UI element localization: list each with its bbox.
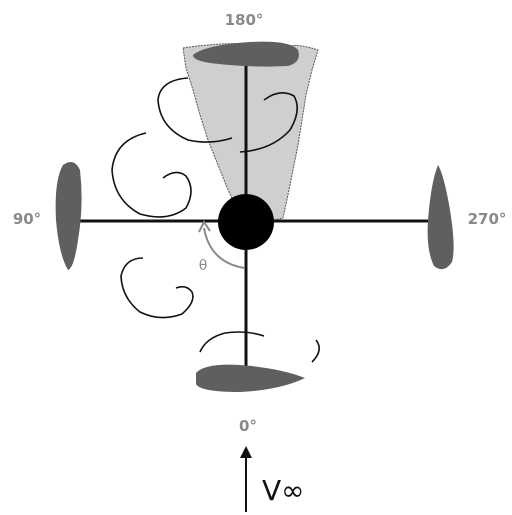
angle-label-270: 270° [468, 210, 507, 228]
blade-left [55, 161, 82, 270]
theta-label: θ [199, 258, 208, 274]
freestream-velocity-label: V∞ [262, 474, 304, 507]
rotor-hub [218, 194, 274, 250]
vortex-upper-left [157, 77, 233, 143]
theta-arc [203, 227, 245, 269]
angle-label-90: 90° [13, 210, 41, 228]
vortex-left-large [111, 132, 192, 218]
vortex-left-lower [120, 257, 194, 319]
vortex-bottom-left [199, 331, 265, 353]
wake-region [182, 42, 319, 221]
vortex-bottom-right [311, 339, 320, 363]
blade-right [427, 165, 454, 270]
theta-arrowhead [198, 220, 211, 233]
blade-bottom [196, 364, 305, 392]
angle-label-180: 180° [225, 11, 264, 29]
angle-label-0: 0° [239, 417, 257, 435]
vortex-upper-right [239, 92, 298, 153]
freestream-arrowhead [240, 446, 252, 458]
blade-top [192, 41, 299, 67]
